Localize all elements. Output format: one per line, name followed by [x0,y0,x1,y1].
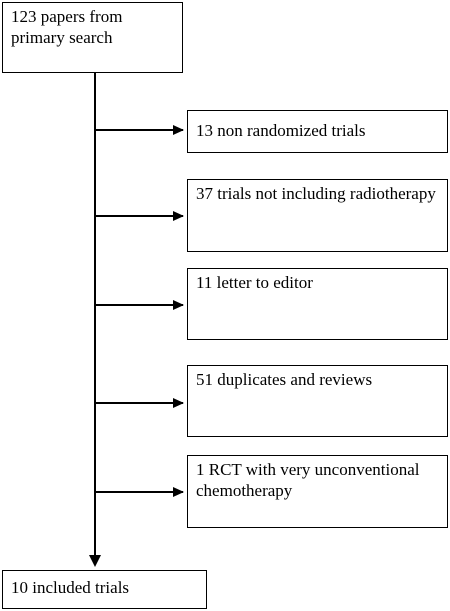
exclusion-box-5-text: 1 RCT with very unconventional chemother… [196,460,420,500]
exclusion-box-3: 11 letter to editor [187,268,448,340]
exclusion-box-3-text: 11 letter to editor [196,273,313,292]
main-trunk-arrowhead [89,555,101,567]
exclusion-box-1-text: 13 non randomized trials [196,121,366,140]
result-box: 10 included trials [2,570,207,609]
exclusion-box-2-text: 37 trials not including radiotherapy [196,184,436,203]
exclusion-box-5: 1 RCT with very unconventional chemother… [187,455,448,528]
exclusion-box-2: 37 trials not including radiotherapy [187,179,448,252]
source-box-text: 123 papers from primary search [11,7,123,47]
result-box-text: 10 included trials [11,578,130,597]
exclusion-box-1: 13 non randomized trials [187,110,448,153]
source-box: 123 papers from primary search [2,2,183,73]
exclusion-box-4-text: 51 duplicates and reviews [196,370,373,389]
exclusion-box-4: 51 duplicates and reviews [187,365,448,437]
